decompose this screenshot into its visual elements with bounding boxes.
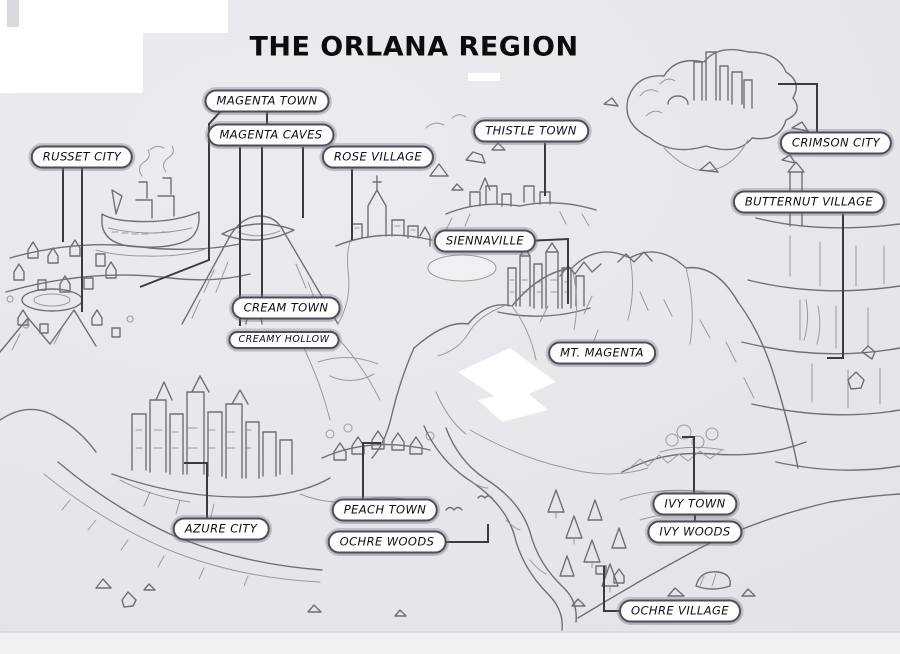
sketch-peach-town bbox=[321, 423, 435, 461]
leader-lines bbox=[62, 83, 844, 612]
leader-line-magenta-town bbox=[139, 111, 221, 288]
sketch-crimson-island bbox=[603, 48, 809, 173]
map-label-cream-town: CREAM TOWN bbox=[231, 296, 341, 320]
map-label-ivy-town: IVY TOWN bbox=[652, 492, 738, 516]
map-label-ochre-village: OCHRE VILLAGE bbox=[619, 599, 741, 623]
sketch-rocks-bottom bbox=[307, 495, 756, 617]
sketch-thistle-town bbox=[445, 177, 597, 231]
map-label-mt-magenta: MT. MAGENTA bbox=[548, 341, 656, 365]
map-label-butternut-village: BUTTERNUT VILLAGE bbox=[732, 190, 886, 214]
map-label-thistle-town: THISTLE TOWN bbox=[473, 119, 589, 143]
sketch-ochre-woods bbox=[547, 489, 627, 593]
map-label-magenta-town: MAGENTA TOWN bbox=[204, 89, 330, 113]
map-label-crimson-city: CRIMSON CITY bbox=[779, 131, 893, 155]
map-title: THE ORLANA REGION bbox=[249, 31, 579, 63]
map-label-siennaville: SIENNAVILLE bbox=[433, 229, 537, 253]
map-label-russet-city: RUSSET CITY bbox=[30, 145, 134, 169]
terrain-sketch bbox=[0, 48, 900, 631]
map-label-creamy-hollow: CREAMY HOLLOW bbox=[228, 331, 340, 349]
sketch-mt-magenta bbox=[371, 251, 799, 475]
sketch-left-mountains bbox=[0, 309, 97, 453]
leader-line-butternut-village bbox=[827, 214, 844, 359]
sketch-russet-city bbox=[5, 239, 251, 338]
sketch-azure-city bbox=[111, 375, 331, 518]
map-label-magenta-caves: MAGENTA CAVES bbox=[207, 123, 335, 147]
leader-line-peach-town bbox=[362, 442, 381, 499]
map-label-ochre-woods: OCHRE WOODS bbox=[327, 530, 447, 554]
map-label-rose-village: ROSE VILLAGE bbox=[321, 145, 435, 169]
sketch-river bbox=[423, 425, 900, 631]
leader-line-crimson-city bbox=[778, 83, 818, 132]
sketch-rocks-top bbox=[425, 114, 506, 191]
sketch-rose-village bbox=[335, 175, 433, 247]
sketch-siennaville bbox=[427, 242, 591, 357]
map-label-azure-city: AZURE CITY bbox=[172, 517, 270, 541]
sketch-volcano bbox=[181, 215, 353, 325]
leader-line-ochre-woods bbox=[432, 524, 489, 543]
sketch-steamship bbox=[95, 145, 209, 257]
map-label-peach-town: PEACH TOWN bbox=[331, 498, 439, 522]
leader-line-ivy-town bbox=[682, 436, 695, 493]
leader-line-azure-city bbox=[184, 462, 208, 518]
leader-line-siennaville bbox=[525, 237, 569, 304]
map-label-ivy-woods: IVY WOODS bbox=[647, 520, 743, 544]
